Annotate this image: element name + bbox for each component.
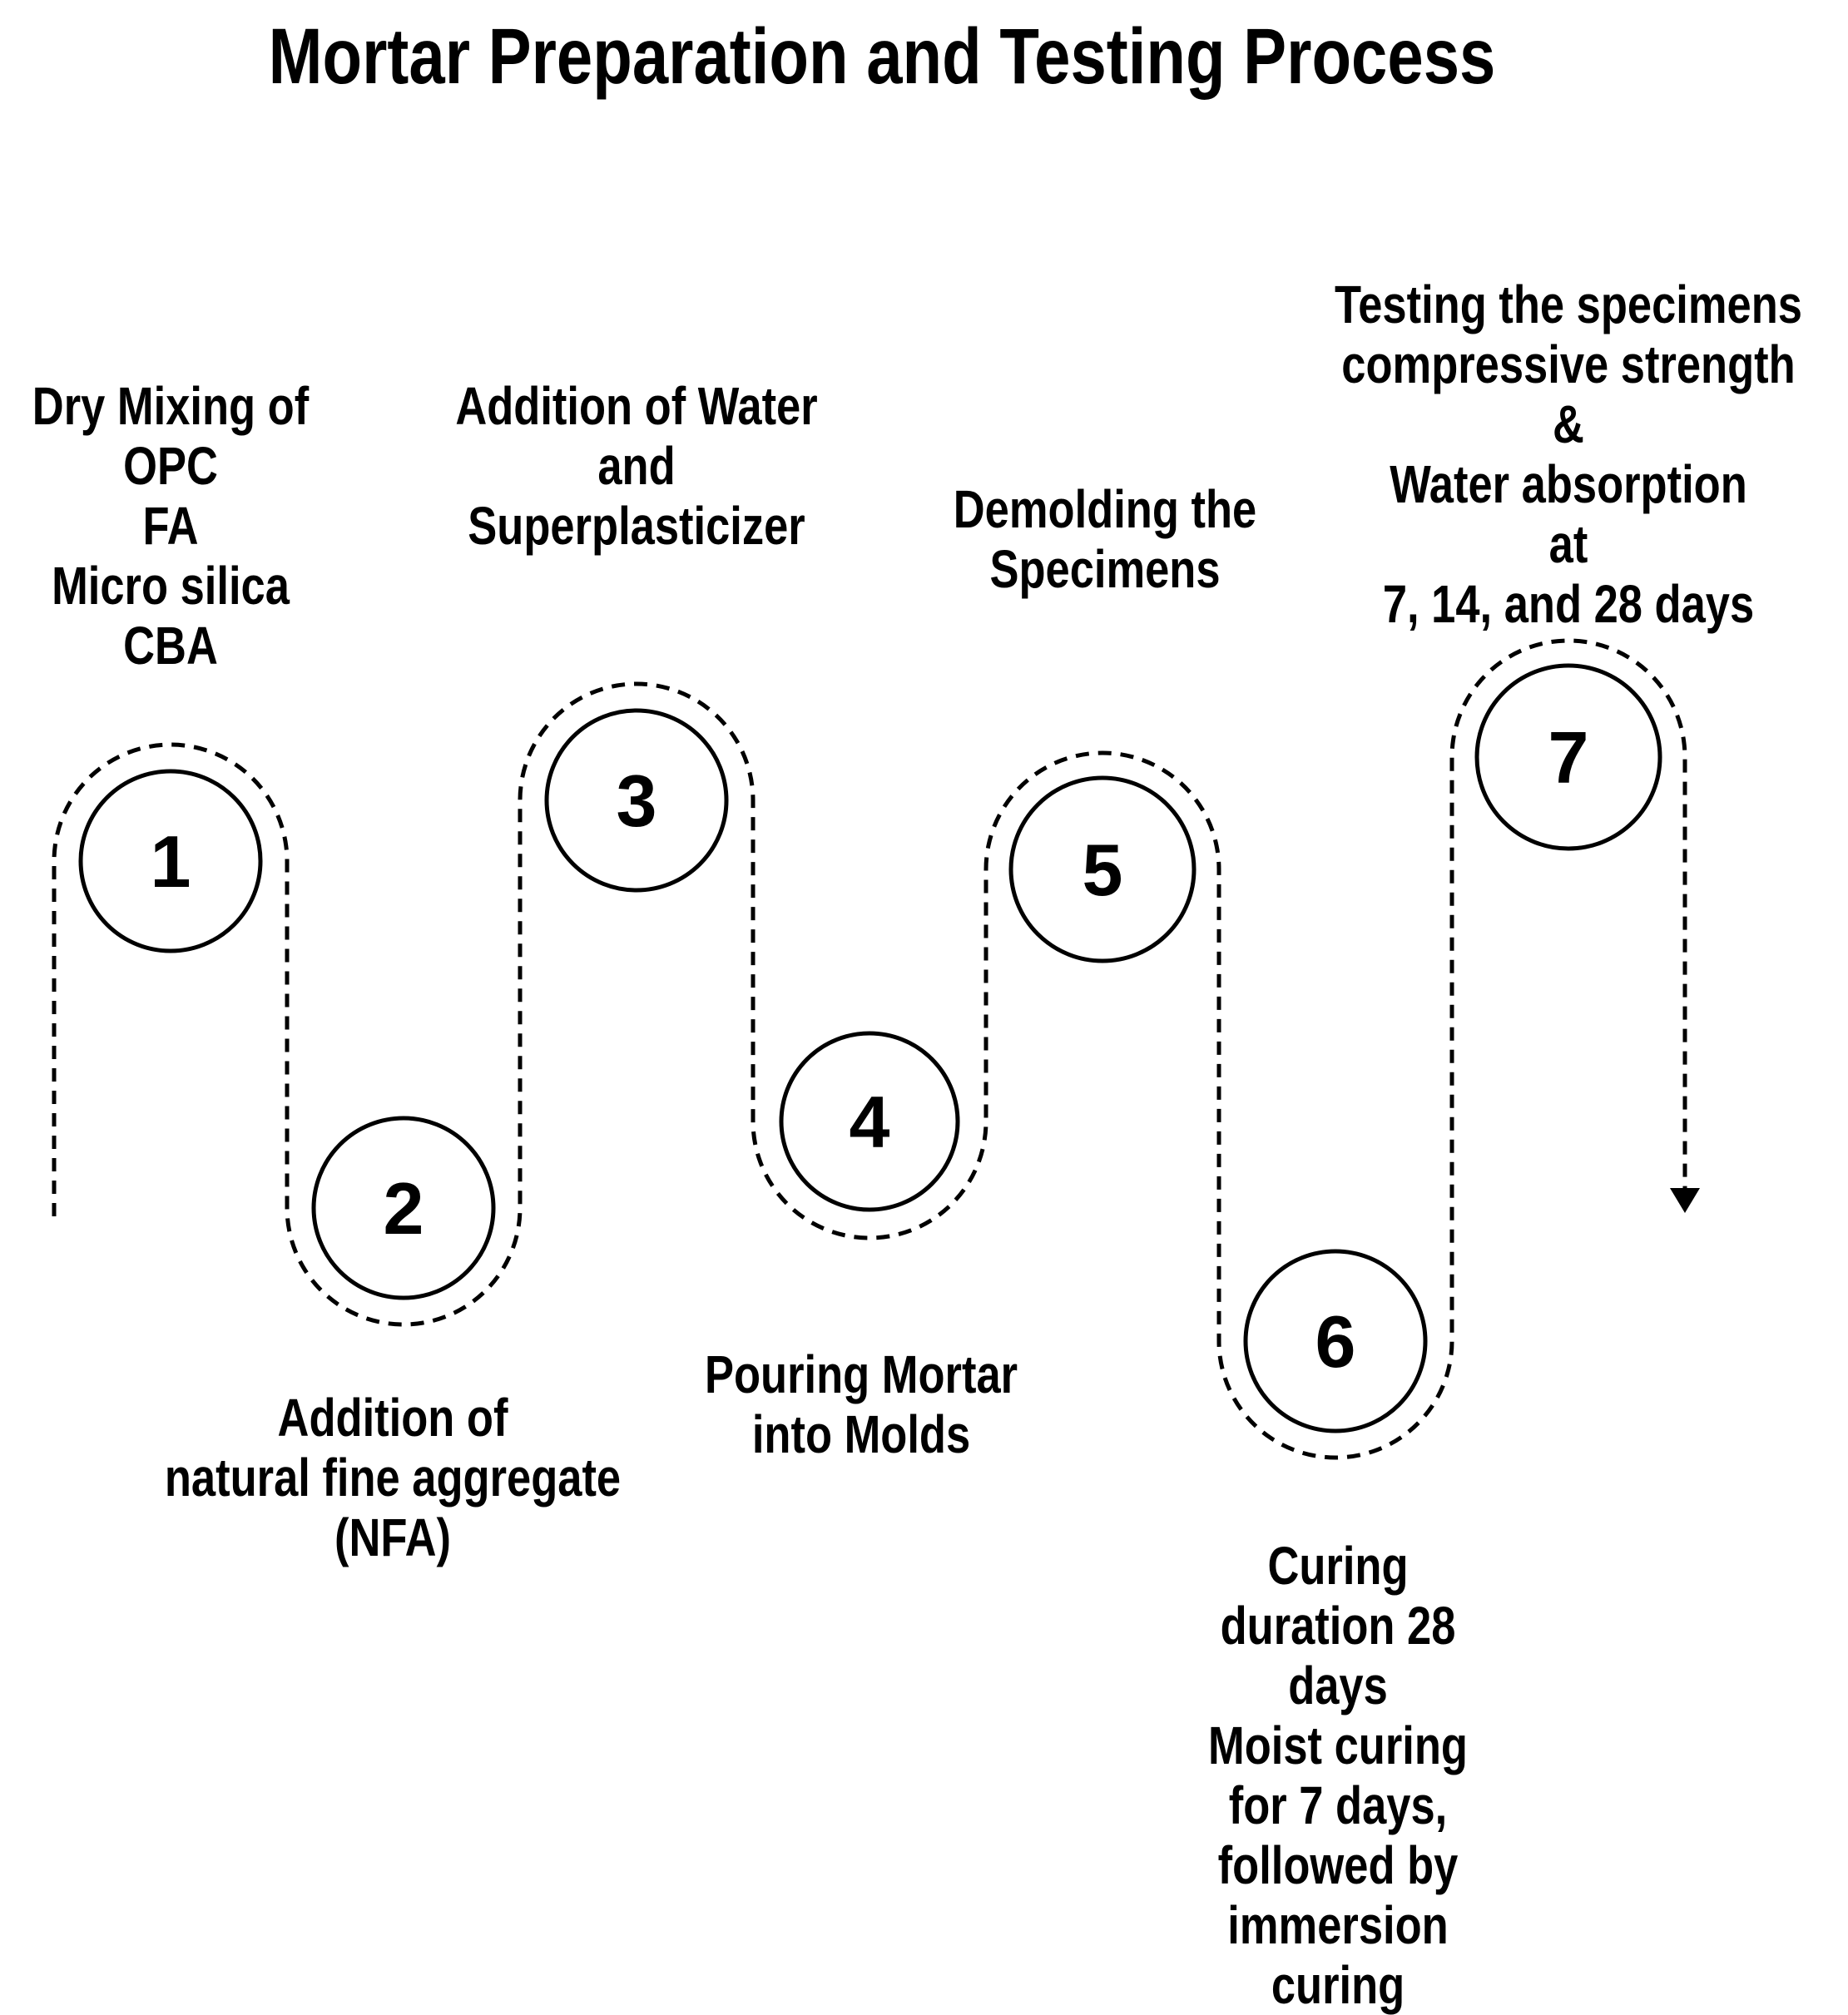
step-circle [544, 708, 729, 893]
step-circle [1474, 663, 1662, 851]
step-6-label: Curing duration 28 days Moist curing for… [1058, 1536, 1618, 2015]
label-line: Micro silica [52, 556, 290, 616]
label-line: curing [1271, 1955, 1405, 2015]
label-line: and [597, 436, 676, 496]
step-2-label: Addition of natural fine aggregate (NFA) [113, 1388, 672, 1567]
label-line: duration 28 [1220, 1596, 1456, 1656]
step-circle [1008, 775, 1196, 963]
step-number: 1 [151, 820, 191, 903]
label-line: for 7 days, [1228, 1775, 1448, 1835]
step-node-7: 7 [1474, 663, 1662, 851]
step-node-5: 5 [1008, 775, 1196, 963]
step-node-6: 6 [1243, 1249, 1428, 1433]
label-line: OPC [123, 436, 218, 496]
label-line: followed by [1217, 1835, 1459, 1895]
step-circle [78, 769, 263, 953]
label-line: Testing the specimens [1335, 275, 1802, 334]
serpentine-path [52, 638, 1687, 1460]
label-line: into Molds [751, 1404, 971, 1464]
label-line: Superplasticizer [468, 496, 805, 556]
step-number: 6 [1315, 1300, 1356, 1383]
step-node-4: 4 [779, 1031, 960, 1212]
label-line: Dry Mixing of [32, 376, 310, 436]
label-line: Pouring Mortar [704, 1344, 1018, 1404]
step-number: 3 [617, 760, 657, 842]
step-3-label: Addition of Water and Superplasticizer [357, 376, 916, 556]
label-line: Addition of Water [455, 376, 818, 436]
label-line: compressive strength [1341, 334, 1796, 394]
step-number: 4 [850, 1081, 890, 1163]
label-line: (NFA) [334, 1508, 451, 1567]
label-line: Demolding the [953, 479, 1257, 539]
step-5-label: Demolding the Specimens [825, 479, 1385, 599]
step-7-label: Testing the specimens compressive streng… [1289, 275, 1848, 634]
label-line: at [1548, 514, 1588, 574]
step-circle [779, 1031, 960, 1212]
label-line: Addition of [277, 1388, 508, 1448]
label-line: CBA [123, 616, 218, 676]
label-line: immersion [1227, 1895, 1449, 1955]
step-circle [311, 1116, 496, 1300]
label-line: natural fine aggregate [164, 1448, 622, 1508]
step-number: 5 [1083, 829, 1123, 911]
label-line: & [1553, 394, 1584, 454]
step-number: 7 [1548, 716, 1589, 799]
label-line: Water absorption [1390, 454, 1747, 514]
step-node-1: 1 [78, 769, 263, 953]
step-circle [1243, 1249, 1428, 1433]
page-title: Mortar Preparation and Testing Process [268, 12, 1496, 101]
label-line: FA [142, 496, 199, 556]
label-line: Moist curing [1208, 1715, 1468, 1775]
step-number: 2 [384, 1167, 424, 1250]
step-4-label: Pouring Mortar into Molds [582, 1344, 1141, 1464]
label-line: 7, 14, and 28 days [1382, 574, 1755, 634]
arrow-down-icon [1670, 1188, 1700, 1213]
label-line: Specimens [989, 539, 1221, 599]
step-node-3: 3 [544, 708, 729, 893]
step-1-label: Dry Mixing of OPC FA Micro silica CBA [0, 376, 450, 676]
step-node-2: 2 [311, 1116, 496, 1300]
label-line: days [1288, 1656, 1388, 1715]
label-line: Curing [1267, 1536, 1409, 1596]
